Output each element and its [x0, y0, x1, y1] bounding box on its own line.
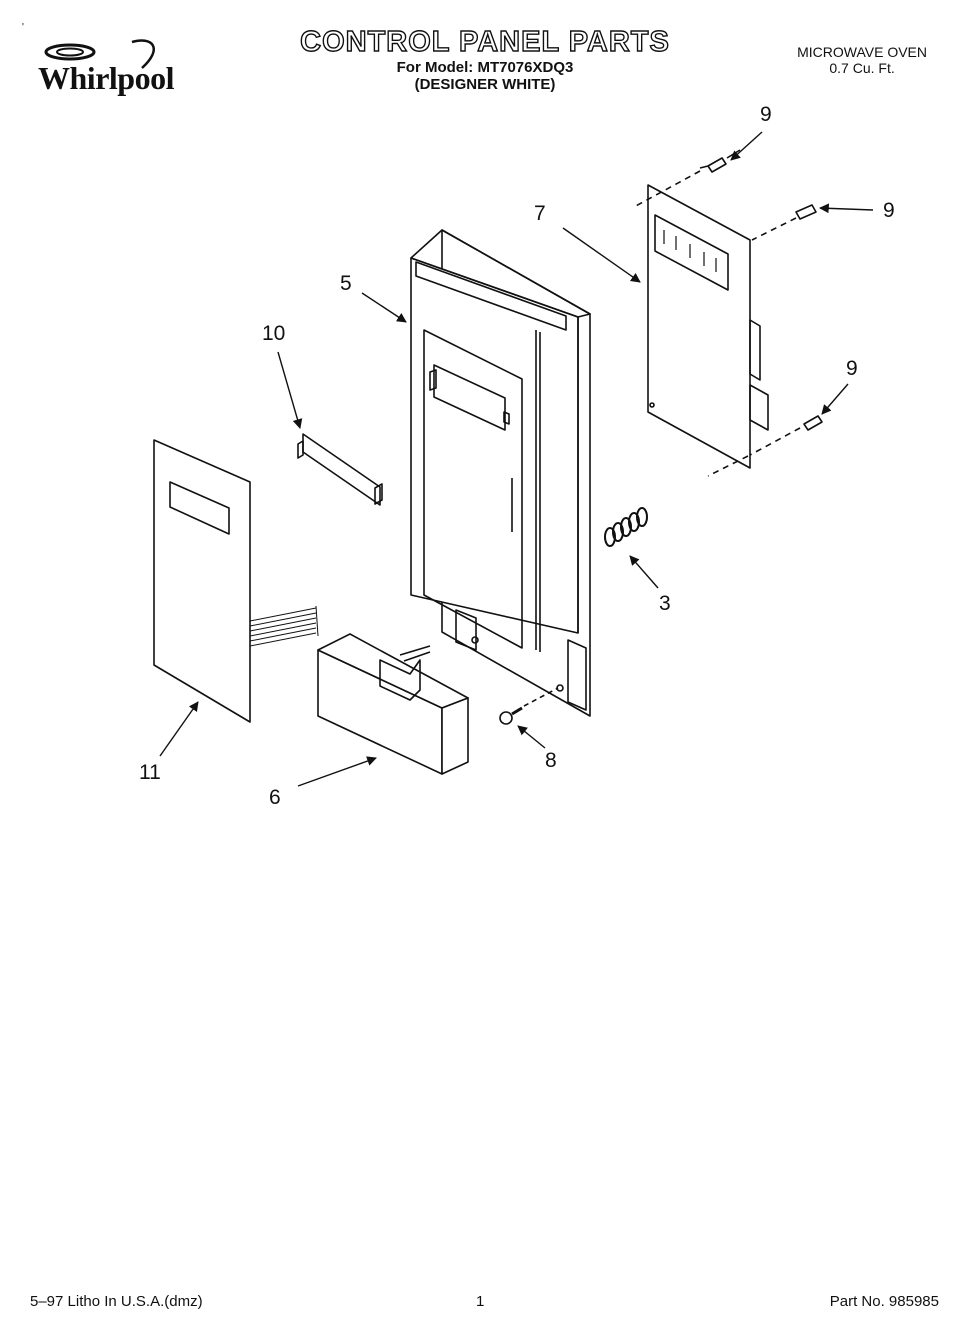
callout-9-top: 9: [760, 103, 772, 126]
capacity: 0.7 Cu. Ft.: [829, 60, 895, 76]
callout-8: 8: [545, 749, 557, 772]
model-line: For Model: MT7076XDQ3: [396, 59, 574, 76]
callout-10: 10: [262, 322, 286, 345]
brand-name: Whirlpool: [38, 60, 174, 96]
part-8-screw: [499, 687, 559, 725]
product-info: MICROWAVE OVEN 0.7 Cu. Ft.: [797, 44, 927, 76]
page-number: 1: [476, 1293, 485, 1310]
callout-9-right: 9: [883, 199, 895, 222]
part-5-control-panel-frame: [410, 229, 591, 717]
leader-lines: [159, 131, 874, 787]
part-6-release-button: [317, 633, 469, 775]
whirlpool-logo: Whirlpool: [34, 38, 204, 98]
page-title: CONTROL PANEL PARTS: [299, 25, 670, 58]
color-line: (DESIGNER WHITE): [414, 76, 556, 93]
callout-3: 3: [659, 592, 671, 615]
callout-5: 5: [340, 272, 352, 295]
callout-9-lower: 9: [846, 357, 858, 380]
footer-part-number: Part No. 985985: [829, 1293, 939, 1310]
corner-mark: ': [22, 22, 24, 33]
callout-6: 6: [269, 786, 281, 809]
product-type: MICROWAVE OVEN: [797, 44, 927, 60]
logo-swirl-icon: [44, 39, 155, 69]
part-3-spring: [604, 507, 648, 547]
part-11-touchpad: [153, 439, 319, 723]
part-7-control-board: [647, 184, 769, 469]
part-10-display-window: [297, 433, 383, 506]
part-9-screws: [633, 149, 823, 477]
footer-litho: 5–97 Litho In U.S.A.(dmz): [30, 1293, 203, 1310]
title-block: CONTROL PANEL PARTS For Model: MT7076XDQ…: [250, 25, 720, 93]
callout-11: 11: [139, 761, 161, 784]
callout-7: 7: [534, 202, 546, 225]
